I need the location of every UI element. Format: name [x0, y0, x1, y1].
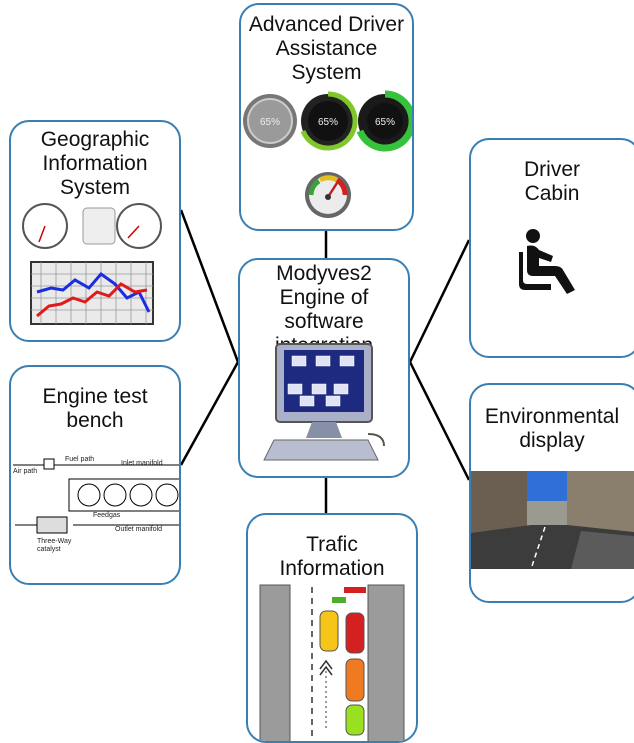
node-center: Modyves2 Engine of software integration [238, 258, 410, 478]
gauge-grey: 65% [243, 94, 297, 148]
speedometer-icon [305, 172, 351, 218]
gauge-grey-value: 65% [260, 117, 280, 128]
label-fuel-path: Fuel path [65, 456, 94, 463]
gauge-dark-value: 65% [318, 117, 338, 128]
label-feedgas: Feedgas [93, 512, 121, 519]
connector-env [408, 361, 471, 481]
label-air-path: Air path [13, 468, 37, 475]
node-traffic: Trafic Information [246, 513, 418, 743]
node-cabin: Driver Cabin [469, 138, 634, 358]
line-chart-icon [30, 261, 154, 325]
node-engine: Engine test bench Air path Fuel path Inl… [9, 365, 181, 585]
node-gis: Geographic Information System [9, 120, 181, 342]
node-cabin-title: Driver Cabin [524, 158, 580, 205]
node-env-title: Environmental display [484, 405, 620, 452]
node-adas: Advanced Driver Assistance System 65% 65… [239, 3, 414, 231]
computer-icon [263, 343, 385, 461]
gauge-green: 65% [356, 90, 412, 152]
label-outlet: Outlet manifold [115, 526, 162, 533]
gauge-dark: 65% [300, 91, 358, 151]
engine-schematic: Air path Fuel path Inlet manifold Feedga… [13, 456, 179, 553]
connector-cabin [408, 239, 471, 363]
node-adas-title: Advanced Driver Assistance System [248, 13, 405, 84]
seated-driver-icon [519, 229, 575, 294]
node-gis-title: Geographic Information System [40, 128, 150, 199]
dashboard-icon [22, 203, 162, 249]
node-engine-title: Engine test bench [42, 385, 148, 432]
connector-gis [179, 209, 240, 363]
adas-gauges: 65% 65% 65% [243, 90, 412, 218]
node-env: Environmental display [469, 383, 634, 603]
gauge-green-value: 65% [375, 117, 395, 128]
traffic-road-diagram [259, 584, 405, 741]
connector-engine [179, 361, 240, 466]
street-scene-image [471, 471, 634, 570]
node-traffic-title: Trafic Information [279, 533, 385, 580]
label-inlet: Inlet manifold [121, 460, 163, 467]
